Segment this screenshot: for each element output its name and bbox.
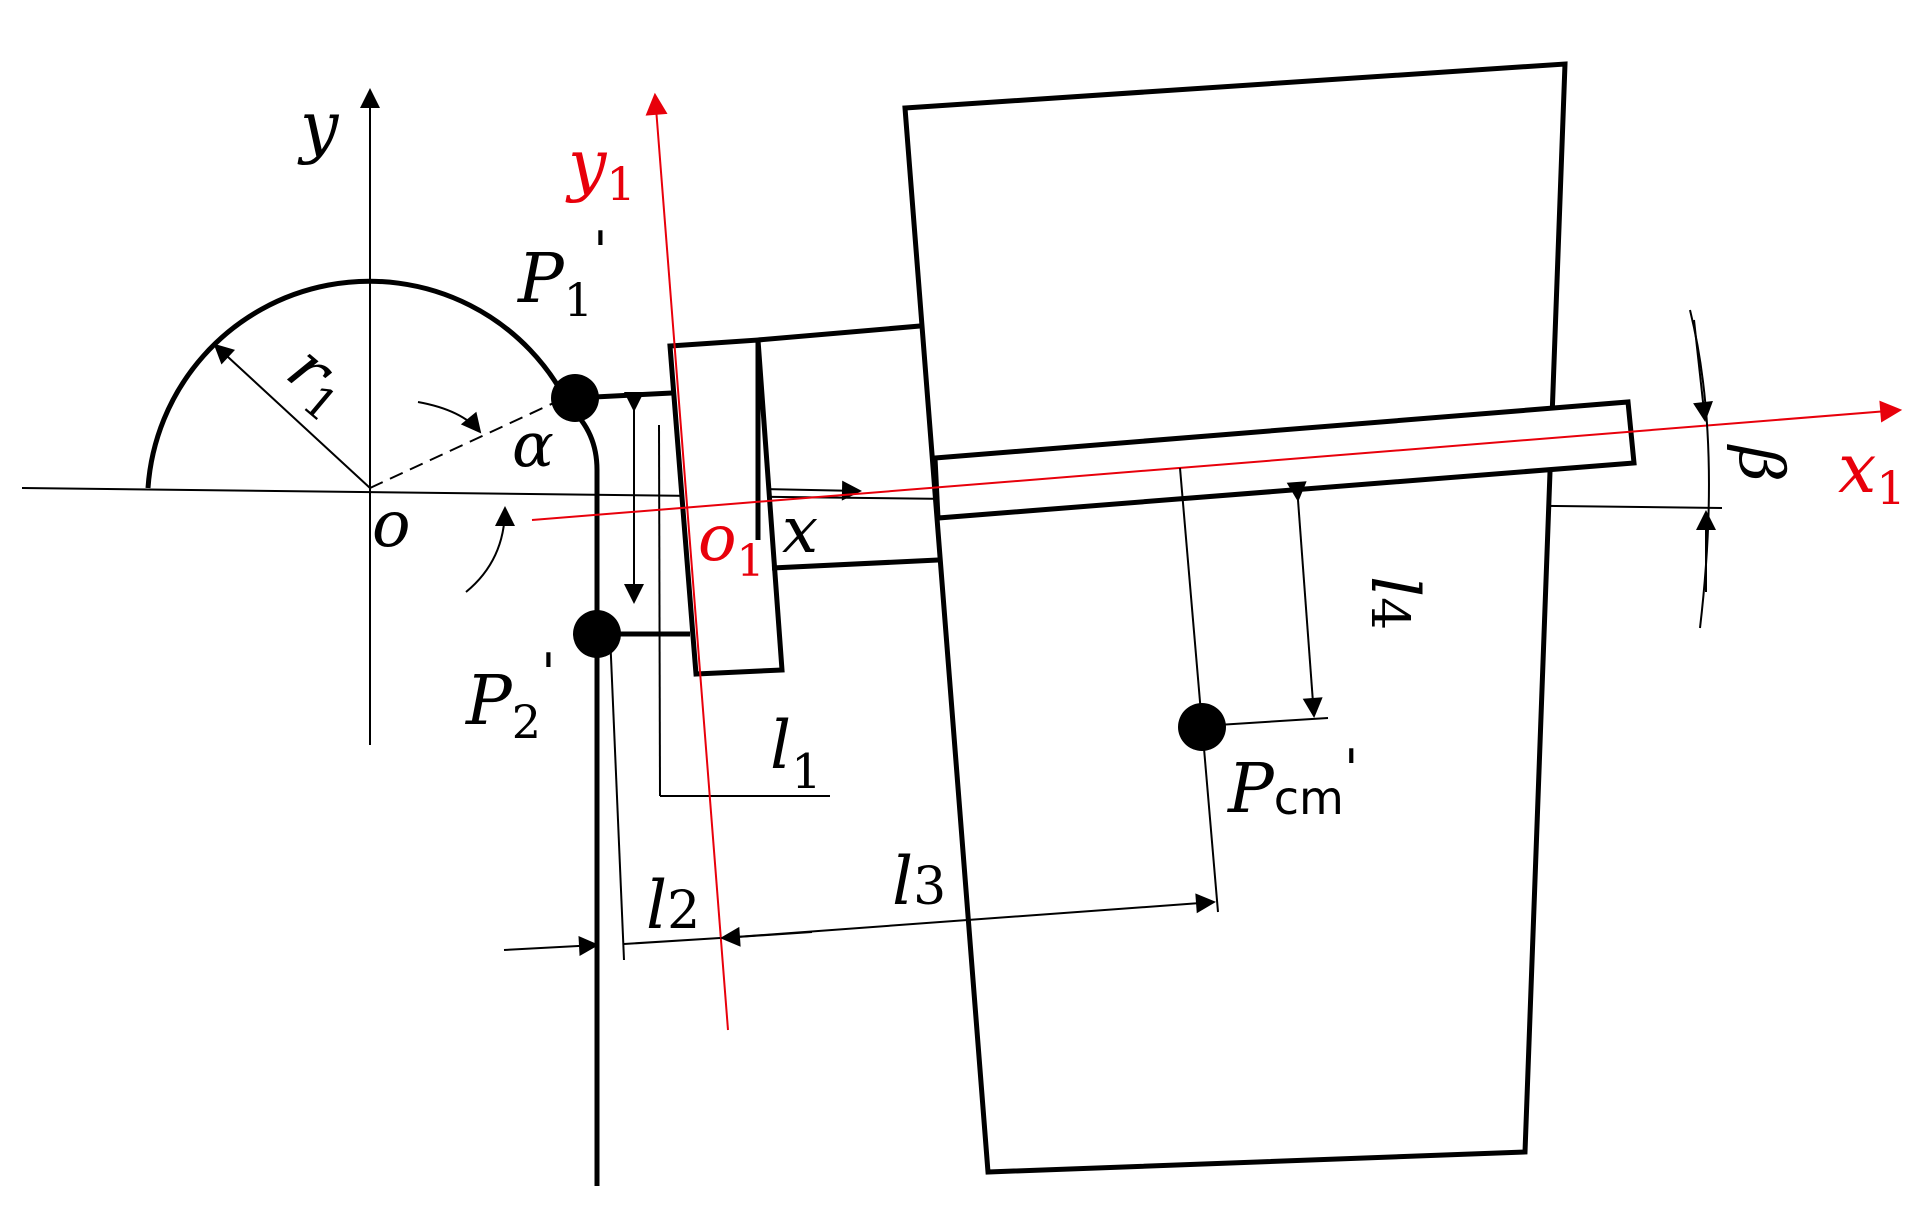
point-pcm bbox=[1178, 703, 1226, 751]
label-l4: l4 bbox=[1356, 576, 1433, 630]
dashed-line-o-p1 bbox=[369, 399, 561, 489]
alpha-arc-upper bbox=[417, 401, 482, 434]
l1-dimension bbox=[624, 392, 830, 797]
label-r1: r1 bbox=[269, 330, 369, 433]
label-l2: l2 bbox=[646, 867, 700, 944]
x1-axis-line bbox=[531, 400, 1903, 521]
upper-connector bbox=[757, 323, 921, 343]
label-y: y bbox=[297, 88, 340, 167]
label-p2: P2' bbox=[464, 642, 556, 749]
label-l3: l3 bbox=[892, 843, 946, 920]
label-alpha: α bbox=[512, 408, 554, 481]
main-body bbox=[902, 61, 1568, 1175]
labels: y y1 P1' r1 α o o1 x P2' l1 l2 bbox=[269, 88, 1906, 944]
beta-dimension bbox=[1689, 309, 1716, 629]
pcm-vertical-line bbox=[1179, 467, 1219, 913]
l2-l3-dimension bbox=[503, 633, 1216, 961]
label-l1: l1 bbox=[770, 707, 822, 800]
alpha-arc-lower bbox=[465, 506, 515, 593]
y1-axis-line bbox=[645, 92, 729, 1031]
radius-r1-line bbox=[213, 343, 371, 489]
half-circle-surface bbox=[145, 278, 573, 489]
label-y1: y1 bbox=[565, 126, 636, 211]
vertical-guide-rail bbox=[568, 406, 600, 1186]
l4-dimension bbox=[1286, 481, 1323, 718]
label-x1: x1 bbox=[1838, 430, 1906, 515]
label-x: x bbox=[782, 494, 818, 568]
point-p1 bbox=[551, 374, 599, 422]
lower-connector bbox=[771, 557, 939, 571]
rotated-axes bbox=[531, 92, 1903, 1031]
label-pcm: Pcm' bbox=[1226, 738, 1359, 829]
label-beta: β bbox=[1725, 444, 1798, 482]
point-p2 bbox=[573, 610, 621, 658]
flange-block bbox=[667, 337, 785, 677]
label-o: o bbox=[372, 488, 411, 562]
x-axis-arrow bbox=[759, 480, 862, 501]
label-p1: P1' bbox=[516, 220, 608, 327]
label-o1: o1 bbox=[698, 502, 765, 587]
